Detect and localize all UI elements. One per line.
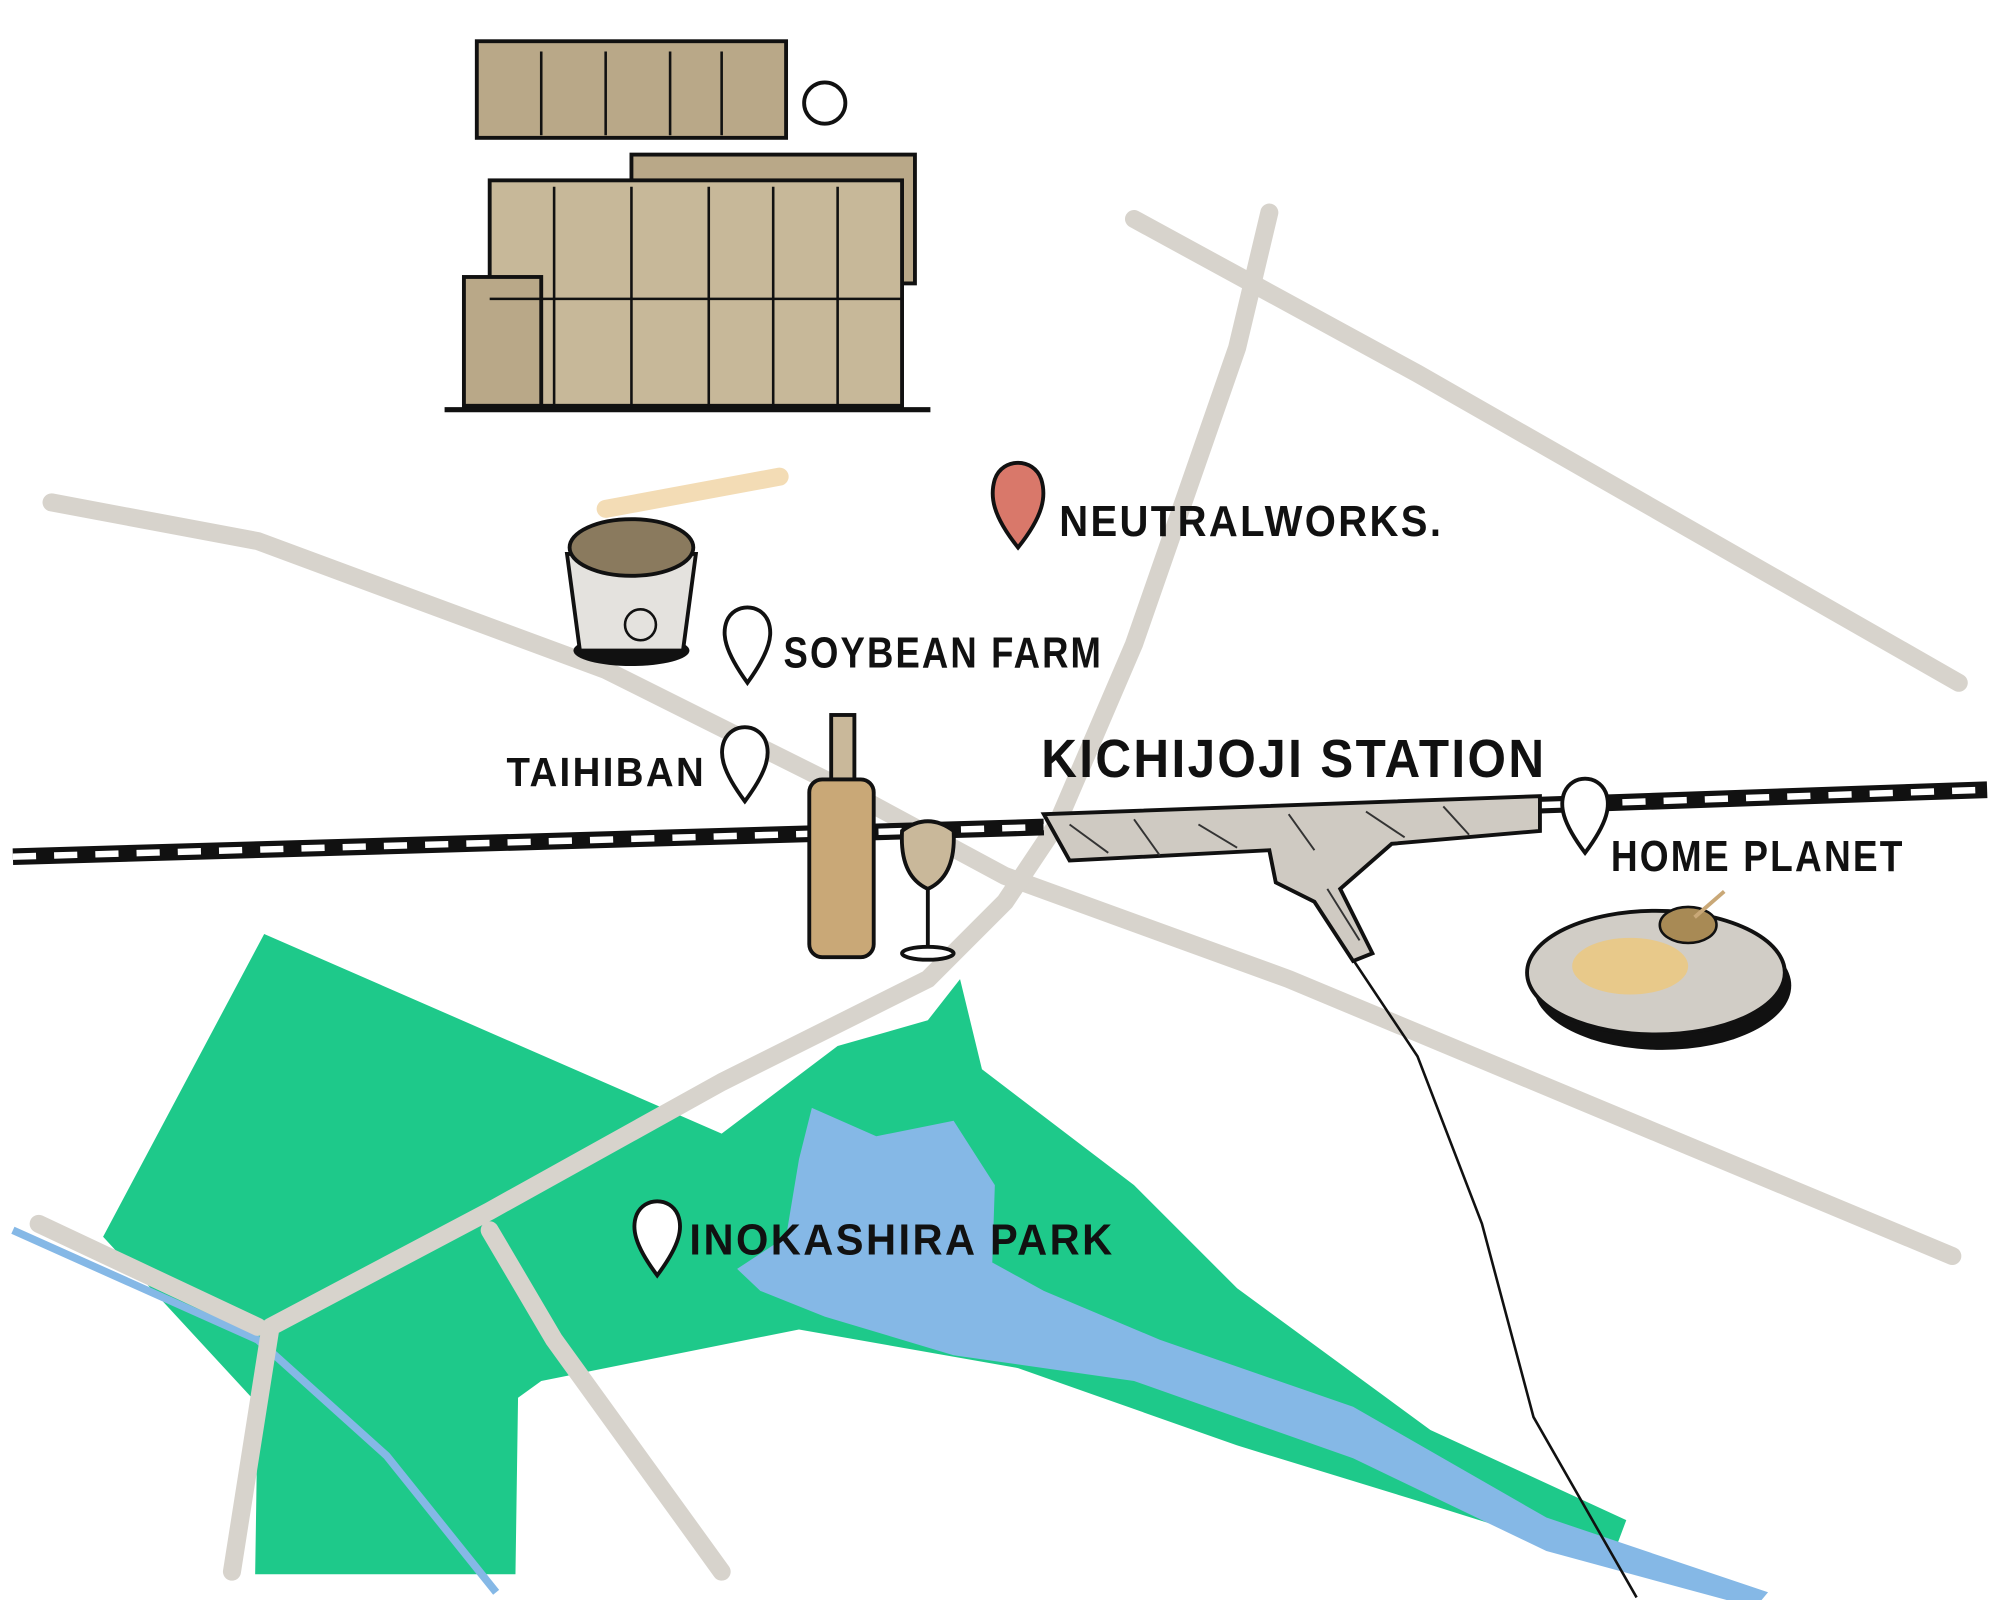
label-kichijoji-station[interactable]: KICHIJOJI STATION [1041,729,1546,789]
food-plate-illustration [1525,890,1792,1050]
river [11,1226,500,1595]
label-inokashira-park[interactable]: INOKASHIRA PARK [689,1216,1114,1265]
soybean-ice-cream-illustration [564,467,789,667]
wine-bottle-illustration [807,713,876,960]
station-hatching [1069,805,1470,941]
path-line [1352,959,1638,1599]
label-soybean-farm[interactable]: SOYBEAN FARM [784,628,1104,677]
taihiban-pin-icon[interactable] [720,725,770,805]
lake [737,1107,1769,1600]
label-home-planet[interactable]: HOME PLANET [1611,832,1905,881]
label-taihiban[interactable]: TAIHIBAN [506,749,706,795]
soybean-farm-pin-icon[interactable] [722,605,773,687]
home-planet-pin-icon[interactable] [1560,776,1610,857]
wine-glass-illustration [899,819,956,962]
kichijoji-station-building [1040,794,1542,964]
label-neutralworks[interactable]: NEUTRALWORKS. [1059,497,1443,546]
neutralworks-pin-icon[interactable] [990,461,1046,551]
inokashira-park-pin-icon[interactable] [632,1199,682,1279]
neutralworks-building-illustration [444,39,931,413]
